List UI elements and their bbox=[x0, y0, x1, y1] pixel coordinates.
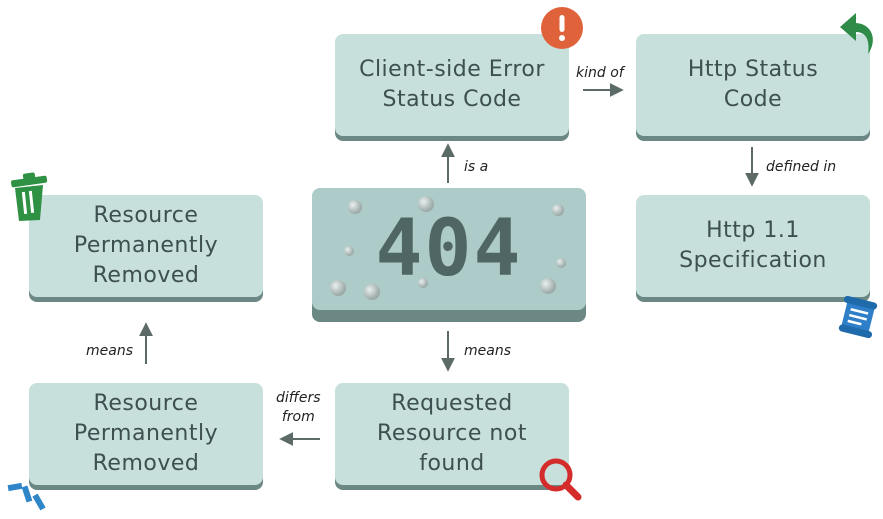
stud bbox=[344, 246, 354, 256]
edge-label-defined-in: defined in bbox=[766, 159, 837, 175]
stud bbox=[418, 196, 434, 212]
stud bbox=[348, 200, 362, 214]
edge-label-means-up: means bbox=[86, 343, 133, 359]
edge-label-differs-from: differs from bbox=[276, 390, 321, 425]
magnifier-icon bbox=[539, 458, 582, 501]
node-not-found: Requested Resource not found bbox=[335, 383, 569, 485]
node-removed-top-label: Resource Permanently Removed bbox=[73, 203, 219, 288]
node-http-status: Http Status Code bbox=[636, 34, 870, 136]
node-http-spec: Http 1.1 Specification bbox=[636, 195, 870, 297]
scroll-icon bbox=[838, 296, 878, 338]
node-removed-bottom-label: Resource Permanently Removed bbox=[73, 391, 219, 476]
stud bbox=[364, 284, 380, 300]
stud bbox=[540, 278, 556, 294]
node-http-status-label: Http Status Code bbox=[687, 57, 819, 112]
node-removed-top: Resource Permanently Removed bbox=[29, 195, 263, 297]
burst-icon bbox=[7, 482, 46, 511]
trash-icon bbox=[11, 172, 48, 221]
edge-label-kind-of: kind of bbox=[576, 65, 624, 81]
node-removed-bottom: Resource Permanently Removed bbox=[29, 383, 263, 485]
stud bbox=[556, 258, 566, 268]
edge-label-is-a: is a bbox=[464, 159, 489, 175]
main-node-404: 404 bbox=[312, 188, 586, 310]
node-client-error: Client-side Error Status Code bbox=[335, 34, 569, 136]
node-not-found-label: Requested Resource not found bbox=[377, 391, 527, 476]
stud bbox=[418, 278, 428, 288]
node-http-spec-label: Http 1.1 Specification bbox=[679, 218, 827, 273]
edge-label-means-down: means bbox=[464, 343, 511, 359]
stud bbox=[330, 280, 346, 296]
stud bbox=[552, 204, 564, 216]
main-node-label: 404 bbox=[375, 204, 523, 294]
node-client-error-label: Client-side Error Status Code bbox=[359, 57, 545, 112]
return-arrow-icon bbox=[840, 13, 873, 54]
exclamation-icon bbox=[541, 7, 583, 49]
